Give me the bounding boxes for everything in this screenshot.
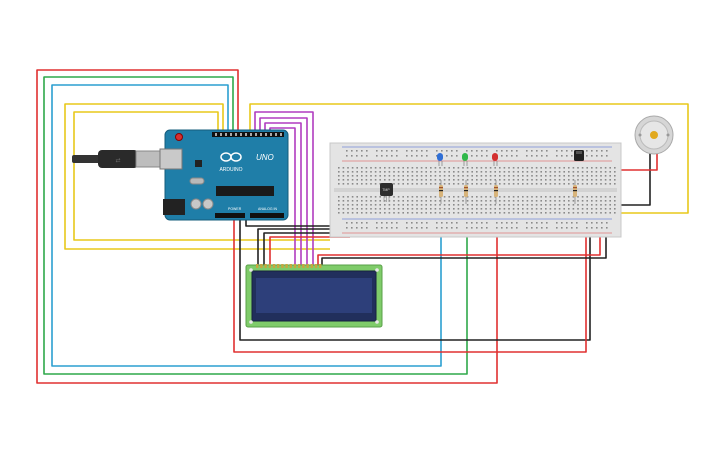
arduino-board[interactable]: ARDUINO UNO POWER ANALOG IN [159,129,289,221]
wires [36,69,689,384]
svg-text:⇄: ⇄ [115,157,120,164]
lcd-display[interactable] [245,264,383,328]
led-blue[interactable] [437,153,443,166]
sensor-label: TMP [382,188,390,192]
motor-shaft-icon [650,131,658,139]
wire-green-loop[interactable] [43,76,468,375]
resistor-4[interactable] [573,180,577,204]
wire-black-lcd-2[interactable] [263,232,350,265]
arduino-analog-label: ANALOG IN [258,207,278,211]
transistor[interactable] [574,150,584,161]
resistor-2[interactable] [464,180,468,204]
led-red[interactable] [492,153,498,166]
usb-cable: ⇄ [72,150,169,168]
wire-red-5v[interactable] [233,218,587,353]
arduino-logo-icon [220,152,242,162]
wire-red-loop[interactable] [36,69,498,384]
resistor-1[interactable] [439,180,443,204]
lcd-screen [256,278,372,313]
led-green[interactable] [462,153,468,166]
breadboard-holes [338,150,616,229]
arduino-model-label: UNO [256,153,274,162]
wire-yellow-loop-left[interactable] [64,103,330,250]
resistor-3[interactable] [494,180,498,204]
wire-black-rail-jumper[interactable] [321,230,607,265]
wire-red-lcd[interactable] [269,236,350,265]
wire-magenta-1[interactable] [254,111,314,265]
reset-button[interactable] [175,133,183,141]
wire-black-to-bb[interactable] [245,218,330,227]
wire-black-gnd[interactable] [239,218,591,341]
temperature-sensor[interactable]: TMP [380,183,393,202]
dc-motor[interactable] [634,115,674,155]
wire-black-lcd[interactable] [257,228,350,265]
wire-yellow-loop-inner[interactable] [73,111,330,241]
wire-magenta-2[interactable] [259,117,308,265]
wire-yellow-motor[interactable] [249,103,689,214]
lcd-pin-header [256,264,322,268]
arduino-power-label: POWER [228,207,242,211]
wire-magenta-3[interactable] [264,122,302,265]
breadboard[interactable] [329,142,622,238]
arduino-brand-label: ARDUINO [219,167,242,173]
resistors [439,180,577,204]
wire-blue-loop[interactable] [51,84,442,367]
microcontroller-chip [216,186,274,196]
